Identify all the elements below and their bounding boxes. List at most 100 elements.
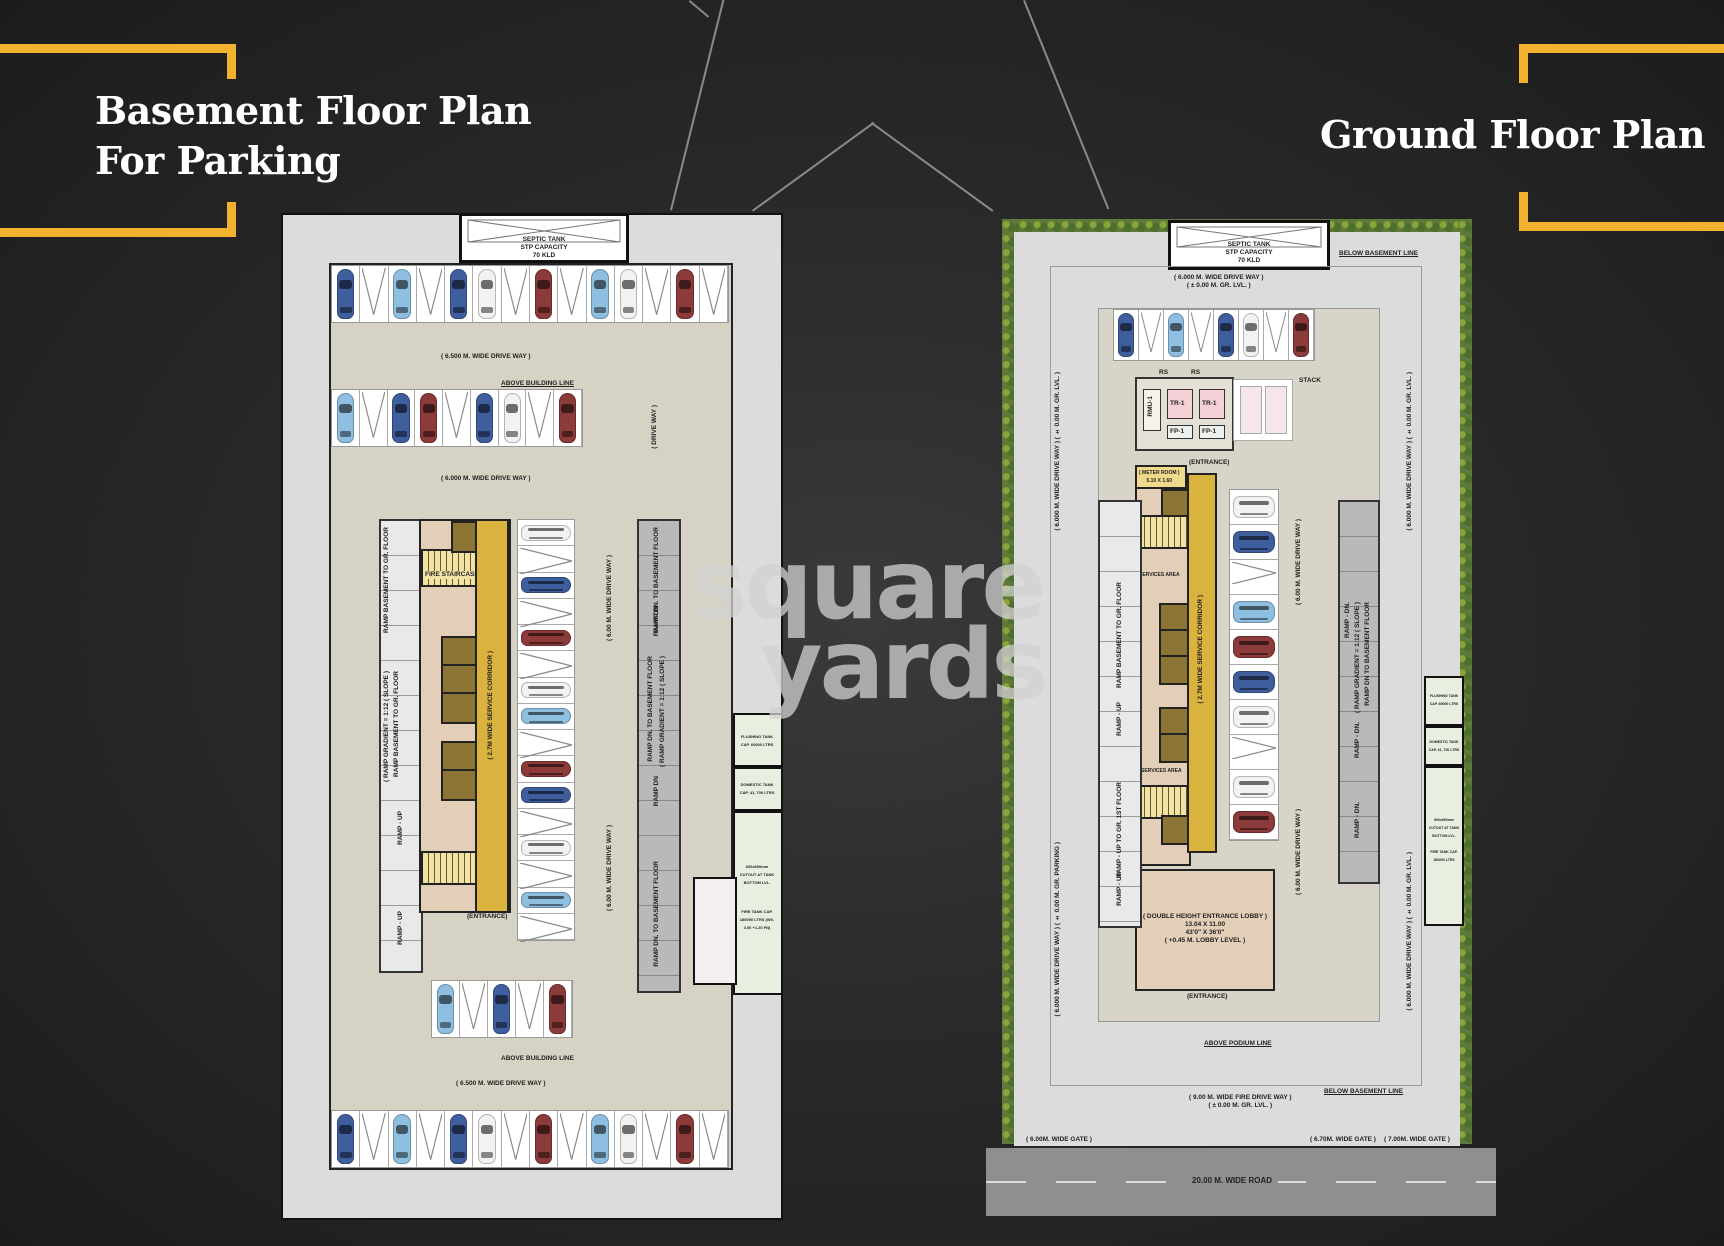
parking-slot [388,390,416,446]
parking-slot-empty [700,266,728,322]
parking-slot [1239,310,1264,360]
ramp-label: RAMP - DN. [1344,602,1351,638]
drive-way-label-top: ( 6.500 M. WIDE DRIVE WAY ) [441,353,531,360]
parking-slot-empty [443,390,471,446]
parking-slot-empty [516,981,544,1037]
ramp-gradient-label: ( RAMP GRADIENT = 1:12 ( SLOPE ) [383,671,390,782]
parking-slot [473,266,502,322]
title-bracket-top-right [1519,44,1724,83]
title-bracket-top-left [0,44,236,79]
ramp-down-to-basement: RAMP DN. TO BASEMENT FLOOR RAMP DN ( RAM… [637,519,681,993]
above-podium-line-label: ABOVE PODIUM LINE [1204,1040,1272,1047]
parking-slot [518,573,574,599]
title-line-1: Basement Floor Plan [95,88,532,133]
fire-tank-label: FIRE TANK CAP. 180000 LTRS [1430,850,1458,862]
ramp-down-to-basement: RAMP - DN. ( RAMP GRADIENT = 1:12 ( SLOP… [1338,500,1380,884]
fp-label: FP-1 [1170,428,1185,435]
domestic-tank-label: DOMESTIC TANK CAP. 41, 700 LTRS [739,782,775,795]
car-icon [521,629,571,646]
drive-width: ( 6.000 M. WIDE DRIVE WAY ) [1054,441,1061,531]
ramp-label: RAMP - DN. [1354,722,1361,758]
parking-slot [332,1111,361,1167]
transformer-2: TR-1 [1199,389,1225,419]
car-icon [336,269,355,319]
lift-2 [441,664,479,696]
parking-slot-empty [518,546,574,575]
below-basement-line-label: BELOW BASEMENT LINE [1339,250,1419,257]
fire-staircase-label: FIRE STAIRCASE [425,571,479,579]
drive-way-width: ( 6.000 M. WIDE DRIVE WAY ) [1174,274,1264,281]
parking-slot [518,520,574,547]
parking-slot-empty [518,730,574,758]
parking-slot-empty [518,651,574,680]
fp-panel-2: FP-1 [1199,425,1225,439]
parking-slot-empty [360,1111,389,1167]
ramp-label: RAMP - DN. [1354,802,1361,838]
flushing-tank-label: FLUSHING TANK CAP. 60000 LTRS [740,734,774,747]
drive-width: ( 6.000 M. WIDE DRIVE WAY ) [1406,441,1413,531]
dg-set-2 [1265,386,1287,434]
drive-level: ( ± 0.00 M. GR. PARKING ) [1054,842,1061,926]
ramp-label: RAMP DN. TO BASEMENT FLOOR [653,861,660,967]
parking-slot [518,756,574,783]
watermark: square yards [690,537,1049,721]
stack-label: STACK [1299,377,1321,384]
car-icon [492,984,511,1034]
dg-set-1 [1240,386,1262,434]
car-icon [475,393,493,443]
ground-plan-title: Ground Floor Plan [1320,112,1706,157]
domestic-tank: DOMESTIC TANK CAP. 41, 700 LTRS [1424,726,1464,766]
drive-way-vertical-label: ( 6.00 M. WIDE DRIVE WAY ) [1295,809,1302,895]
fp-label: FP-1 [1202,428,1217,435]
car-icon [521,577,571,594]
car-icon [559,393,577,443]
building-core: FIRE STAIRCASE ( 2.7M WIDE SERVICE CORRI… [419,519,511,920]
entrance-lobby: ( DOUBLE HEIGHT ENTRANCE LOBBY ) 13.04 X… [1135,869,1275,991]
parking-slot-empty [1230,735,1278,770]
meter-room-title: ( METER ROOM ) [1139,470,1180,476]
ramp-label: RAMP DN [653,776,660,807]
electrical-room: RMU-1 TR-1 TR-1 FP-1 FP-1 [1135,377,1234,451]
decor-line [689,0,710,18]
domestic-tank: DOMESTIC TANK CAP. 41, 700 LTRS [733,767,783,811]
parking-slot-empty [700,1111,728,1167]
parking-slot [518,704,574,730]
parking-slot-empty [417,266,446,322]
ramp-label: RAMP DN [653,606,660,637]
ramp-basement-to-ground: RAMP BASEMENT TO GR. FLOOR ( RAMP GRADIE… [379,519,423,973]
parking-slot [671,266,700,322]
ramp-up-label: RAMP - UP TO GR. 1ST FLOOR [1116,782,1123,879]
lobby-size-m: 13.04 X 11.00 [1184,921,1226,928]
rmu-box: RMU-1 [1143,389,1161,431]
parking-slot-empty [526,390,555,446]
meter-room: ( METER ROOM )5.10 X 1.60 [1135,465,1187,491]
parking-slot [554,390,583,446]
parking-slot [530,266,559,322]
drive-side-right-label: ( 6.000 M. WIDE DRIVE WAY ) ( ± 0.00 M. … [1406,372,1414,531]
parking-slot [518,783,574,809]
fire-lift-2 [1161,815,1189,845]
parking-slot [518,678,574,704]
parking-slot-empty [643,1111,672,1167]
car-icon [676,1114,694,1164]
gate-label-3: ( 7.00M. WIDE GATE ) [1384,1136,1450,1143]
drive-way-label-mid: ( 6.000 M. WIDE DRIVE WAY ) [441,475,531,482]
parking-slot [1164,310,1189,360]
drive-width: ( 6.000 M. WIDE DRIVE WAY ) [1054,926,1061,1017]
parking-slot [445,1111,474,1167]
basement-floor-plan: SEPTIC TANK STP CAPACITY 70 KLD ( 6.500 … [281,213,783,1220]
basement-parking-area: ( 6.500 M. WIDE DRIVE WAY ) ABOVE BUILDI… [329,263,733,1170]
parking-column-right [517,519,575,942]
below-basement-line-label: BELOW BASEMENT LINE [1324,1088,1404,1095]
drive-way-vertical-label: ( DRIVE WAY ) [651,405,658,449]
parking-row-middle [331,389,583,447]
lobby-label: ( DOUBLE HEIGHT ENTRANCE LOBBY ) 13.04 X… [1137,913,1273,945]
watermark-line-2: yards [760,609,1049,721]
rmu-label: RMU-1 [1147,396,1154,417]
stp-capacity-label: STP CAPACITY [1225,249,1273,256]
parking-row-bottom [331,1110,729,1168]
parking-slot-empty [1189,310,1214,360]
car-icon [1232,671,1276,693]
transformer-label: TR-1 [1202,400,1217,407]
decor-line [1023,0,1110,210]
